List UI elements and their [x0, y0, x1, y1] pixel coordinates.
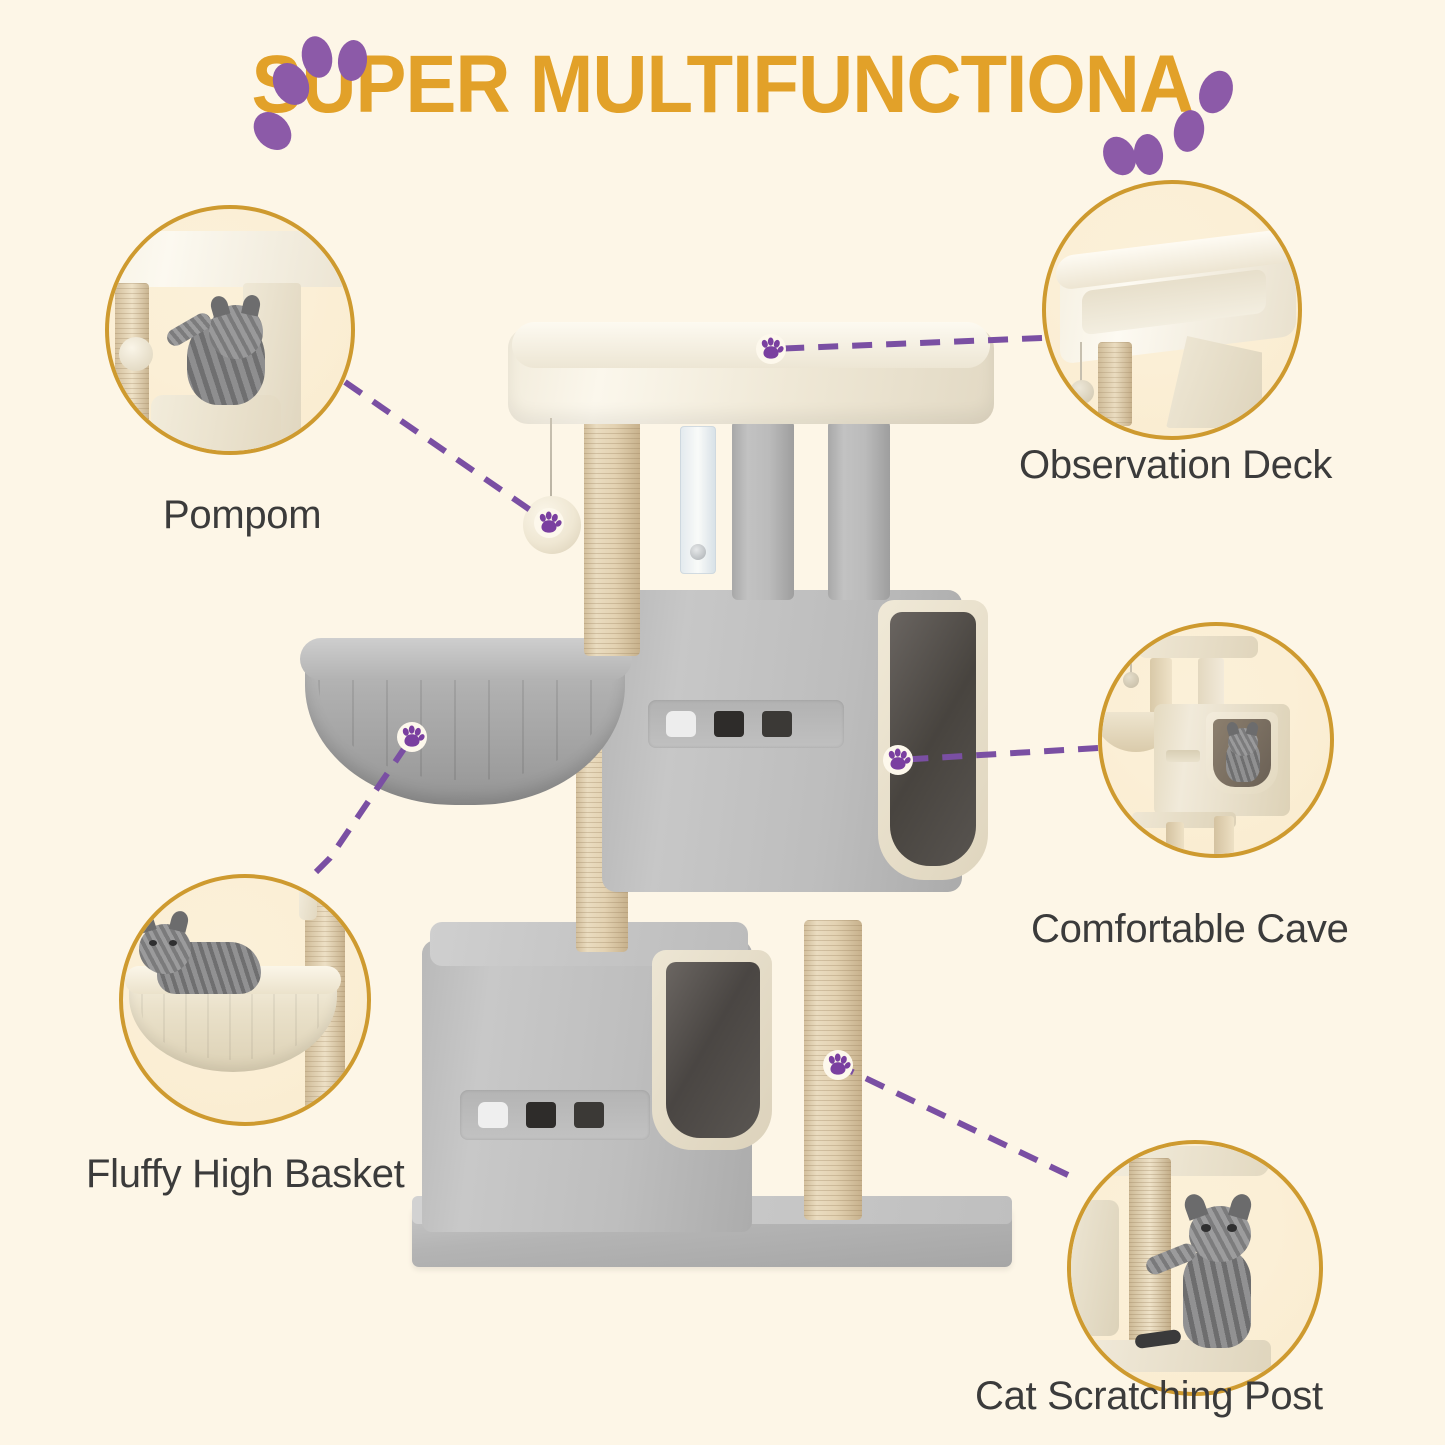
callout-label-pompom: Pompom: [163, 493, 322, 537]
callout-circle-observation-deck: [1042, 180, 1302, 440]
callout-circle-fluffy-high-basket: [119, 874, 371, 1126]
sisal-post-top: [584, 418, 640, 656]
callout-label-comfortable-cave: Comfortable Cave: [1031, 907, 1349, 951]
page-title-wrap: SUPER MULTIFUNCTIONA: [0, 39, 1445, 130]
paw-decoration-left: [246, 26, 382, 158]
callout-label-observation-deck: Observation Deck: [1019, 443, 1333, 487]
lower-condo-window-1: [478, 1102, 508, 1128]
callout-label-cat-scratching-post: Cat Scratching Post: [975, 1374, 1323, 1418]
callout-label-fluffy-high-basket: Fluffy High Basket: [86, 1152, 405, 1196]
upper-condo-window-3: [762, 711, 792, 737]
gray-plush-post-2: [828, 420, 890, 600]
page-title: SUPER MULTIFUNCTIONA: [251, 39, 1195, 130]
cat-photo-pompom: [161, 293, 269, 409]
callout-circle-cat-scratching-post: [1067, 1140, 1323, 1396]
cat-photo-comfortable-cave: [1222, 720, 1264, 782]
upper-condo-entrance-opening: [890, 612, 976, 866]
cat-photo-fluffy-high-basket: [133, 909, 265, 998]
ramp-screw-icon: [690, 544, 706, 560]
observation-deck-bolster: [512, 322, 990, 368]
lower-condo-window-3: [574, 1102, 604, 1128]
paw-decoration-right: [1096, 62, 1246, 181]
basket-rim: [300, 638, 632, 680]
product-illustration: [300, 300, 1040, 1310]
upper-condo-window-2: [714, 711, 744, 737]
hanging-pompom-toy: [523, 496, 581, 554]
sisal-post-right: [804, 920, 862, 1220]
upper-condo-window-1: [666, 711, 696, 737]
callout-circle-pompom: [105, 205, 355, 455]
pompom-string: [550, 418, 552, 504]
lower-condo-entrance-opening: [666, 962, 760, 1138]
callout-circle-comfortable-cave: [1098, 622, 1334, 858]
cat-photo-cat-scratching-post: [1134, 1191, 1273, 1352]
gray-plush-post-1: [732, 420, 794, 600]
lower-condo-window-2: [526, 1102, 556, 1128]
